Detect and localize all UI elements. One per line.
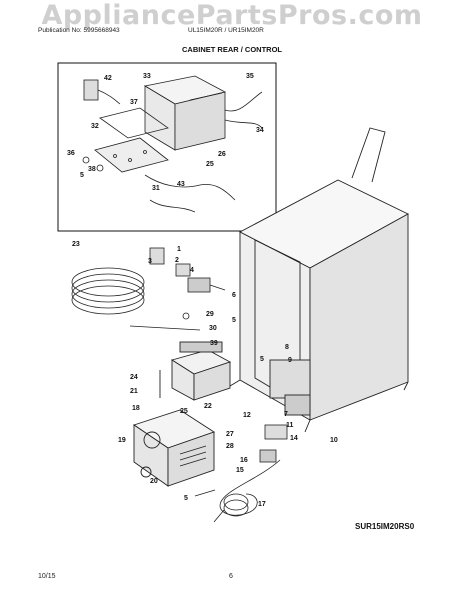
callout: 2 — [175, 257, 179, 264]
callout: 12 — [243, 412, 251, 419]
callout: 10 — [330, 437, 338, 444]
model-numbers: UL15IM20R / UR15IM20R — [188, 27, 264, 34]
fittings-drawing — [129, 247, 226, 331]
callout: 1 — [177, 246, 181, 253]
watermark-text: AppliancePartsPros.com — [41, 0, 423, 31]
callout: 25 — [180, 408, 188, 415]
callout: 35 — [246, 73, 254, 80]
callout: 17 — [258, 501, 266, 508]
callout: 30 — [209, 325, 217, 332]
callout: 31 — [152, 185, 160, 192]
valve-and-cord — [194, 424, 288, 523]
diagram-code: SUR15IM20RS0 — [355, 522, 415, 531]
callout: 25 — [206, 161, 214, 168]
footer-date: 10/15 — [38, 573, 56, 580]
inset-plate — [82, 79, 236, 213]
publication-number: Publication No: 5995668943 — [38, 27, 120, 34]
callout: 16 — [240, 457, 248, 464]
callout: 15 — [236, 467, 244, 474]
rear-panel — [132, 409, 216, 487]
callout-numbers: 42 33 35 37 32 34 36 5 38 26 25 31 43 23… — [67, 73, 338, 508]
callout: 21 — [130, 388, 138, 395]
callout: 43 — [177, 181, 185, 188]
callout: 32 — [91, 123, 99, 130]
callout: 23 — [72, 241, 80, 248]
callout: 26 — [218, 151, 226, 158]
callout: 24 — [130, 374, 138, 381]
footer-page-number: 6 — [229, 573, 233, 580]
callout: 29 — [206, 311, 214, 318]
callout: 14 — [290, 435, 298, 442]
callout: 3 — [148, 258, 152, 265]
callout: 20 — [150, 478, 158, 485]
callout: 7 — [284, 411, 288, 418]
callout: 5 — [232, 317, 236, 324]
callout: 8 — [285, 344, 289, 351]
callout: 38 — [88, 166, 96, 173]
callout: 28 — [226, 443, 234, 450]
callout: 37 — [130, 99, 138, 106]
callout: 34 — [256, 127, 264, 134]
callout: 18 — [132, 405, 140, 412]
callout: 9 — [288, 357, 292, 364]
callout: 5 — [184, 495, 188, 502]
inset-frame — [57, 62, 277, 232]
callout: 39 — [210, 340, 218, 347]
callout: 36 — [67, 150, 75, 157]
callout: 33 — [143, 73, 151, 80]
drain-tube-coil — [71, 267, 145, 315]
callout: 27 — [226, 431, 234, 438]
callout: 6 — [232, 292, 236, 299]
control-box-drawing — [143, 75, 263, 151]
callout: 5 — [260, 356, 264, 363]
page-title: CABINET REAR / CONTROL — [182, 45, 282, 54]
callout: 4 — [190, 267, 194, 274]
water-reservoir — [159, 341, 232, 401]
callout: 22 — [204, 403, 212, 410]
cabinet-drawing — [229, 127, 409, 433]
callout: 42 — [104, 75, 112, 82]
callout: 11 — [286, 422, 294, 429]
callout: 19 — [118, 437, 126, 444]
callout: 5 — [80, 172, 84, 179]
